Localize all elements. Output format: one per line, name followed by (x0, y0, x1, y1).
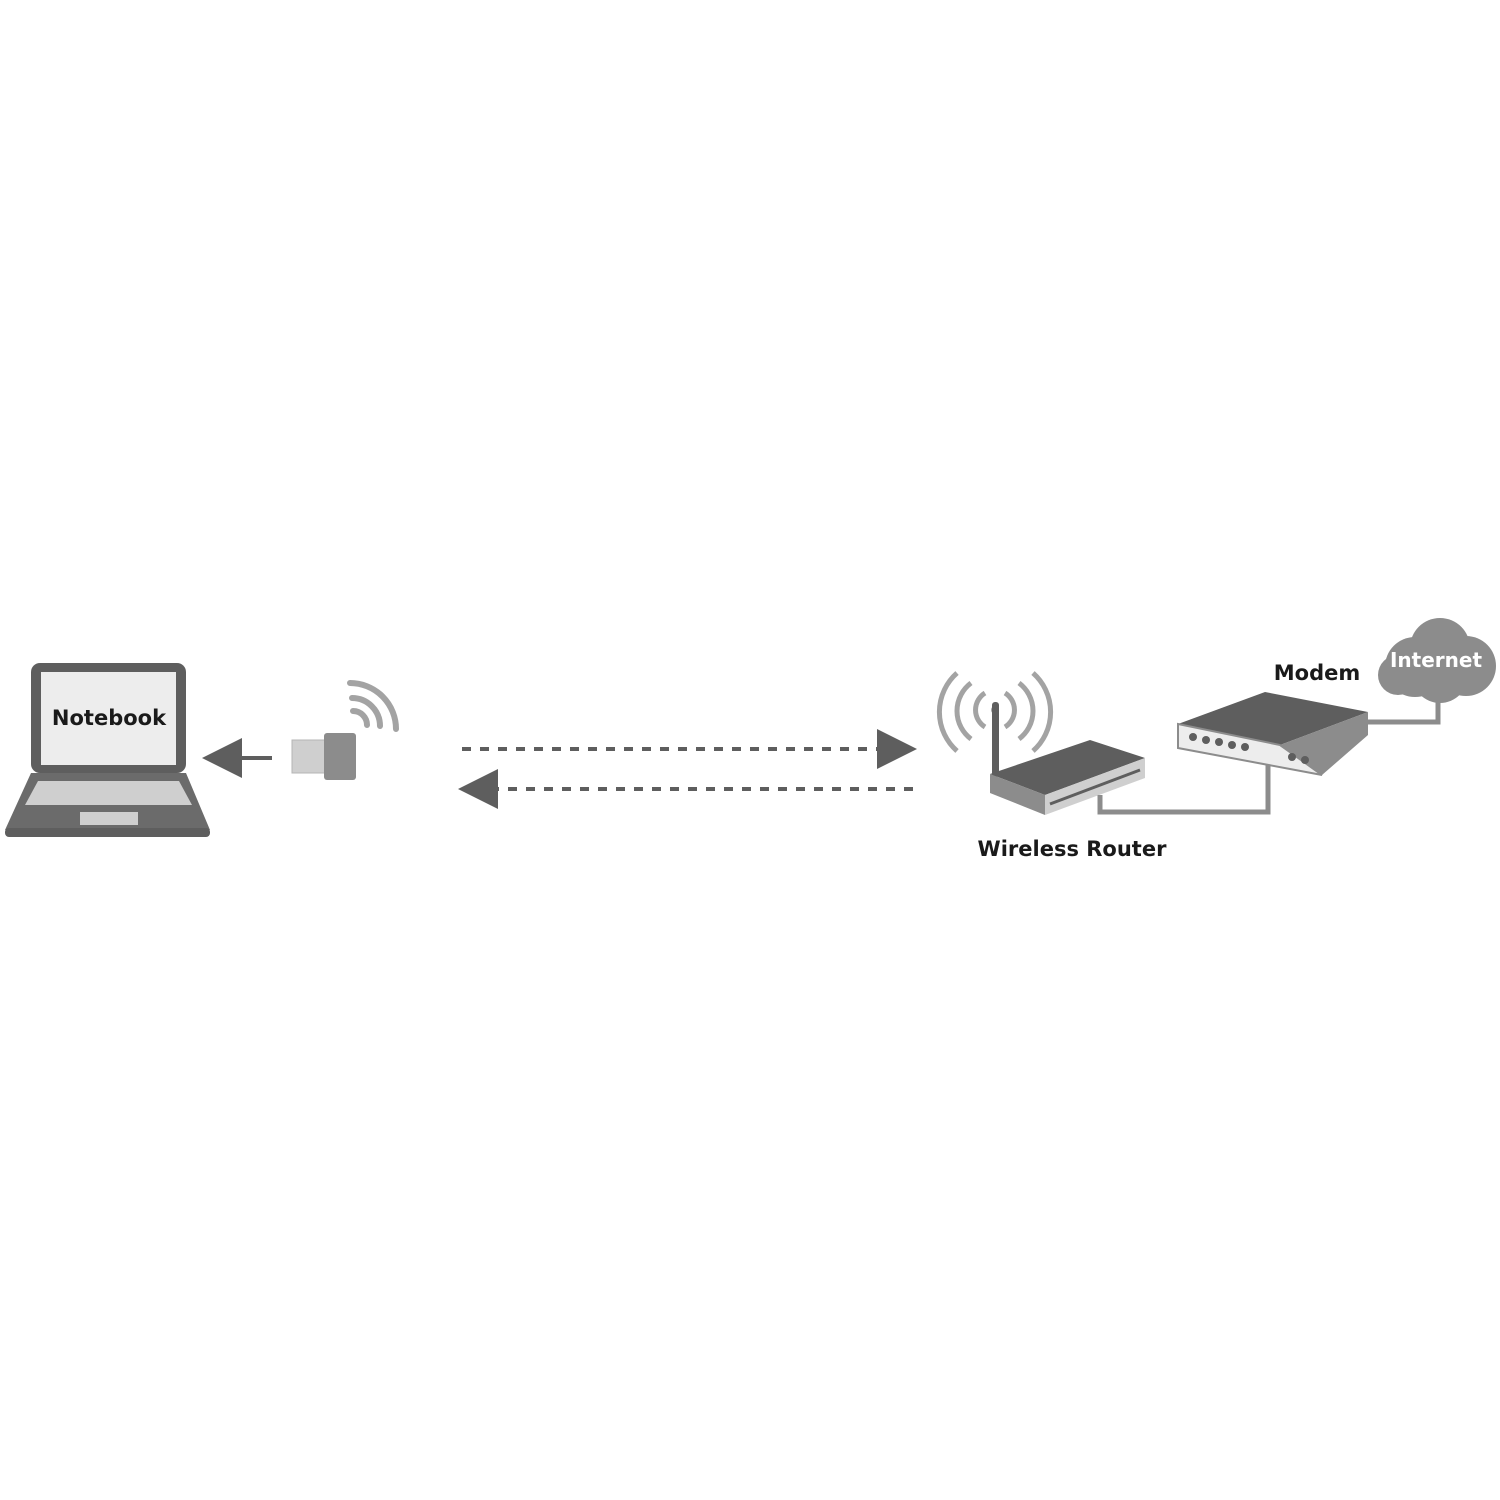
router-antenna (992, 702, 999, 777)
notebook-label: Notebook (52, 706, 167, 730)
wireless-router-icon (990, 702, 1145, 815)
usb-wifi-adapter-icon (291, 733, 356, 780)
adapter-body (324, 733, 356, 780)
internet-label: Internet (1390, 648, 1482, 672)
notebook-keyboard (25, 781, 192, 805)
router-top (990, 740, 1145, 795)
notebook-screen (41, 672, 176, 765)
notebook-touchpad (80, 812, 138, 825)
modem-internet-cable (1366, 698, 1441, 725)
modem-icon (1177, 692, 1368, 776)
notebook-base-bottom (5, 828, 210, 837)
notebook-icon: Notebook (5, 663, 210, 837)
router-wifi-signal-icon (936, 671, 1054, 753)
modem-label: Modem (1274, 661, 1360, 685)
cloud-icon (1378, 618, 1496, 703)
router-front (990, 774, 1045, 815)
modem-port-leds (1189, 733, 1309, 764)
modem-top (1178, 692, 1368, 745)
adapter-plug (291, 739, 329, 774)
adapter-wifi-signal-icon (347, 680, 399, 732)
router-modem-cable (1097, 763, 1271, 815)
wireless-router-label: Wireless Router (978, 837, 1168, 861)
